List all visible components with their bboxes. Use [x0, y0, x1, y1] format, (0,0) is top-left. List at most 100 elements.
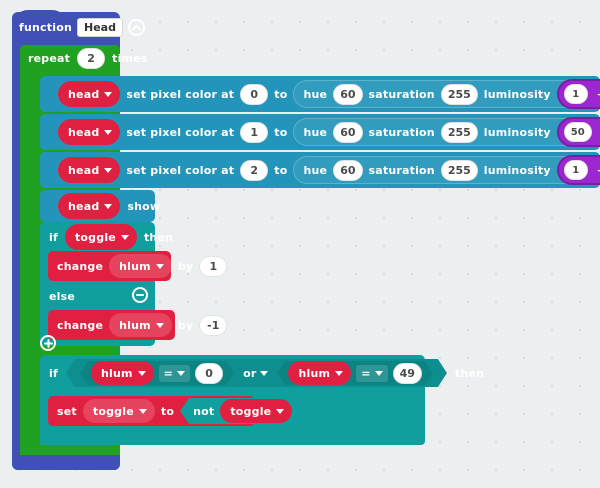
target-variable-dropdown-0[interactable]: head: [58, 81, 121, 107]
not-operand-variable[interactable]: toggle: [220, 399, 292, 423]
repeat-count-field[interactable]: 2: [77, 47, 106, 69]
pixel-index-field-2[interactable]: 2: [240, 159, 269, 181]
luminosity-label-2: luminosity: [483, 163, 551, 177]
minus-circle-icon[interactable]: [132, 287, 148, 303]
chevron-down-icon: [276, 409, 284, 414]
change-keyword-label-then: change: [57, 259, 104, 273]
chevron-down-icon: [155, 322, 164, 328]
to-label-2: to: [274, 163, 288, 177]
comparison-block-right[interactable]: hlum = 49: [277, 361, 432, 385]
set-variable-block[interactable]: set toggle to not toggle: [48, 396, 255, 426]
math-arithmetic-block-0[interactable]: 1 + hlum: [556, 79, 600, 109]
hue-field-1[interactable]: 60: [333, 121, 363, 143]
chevron-up-icon[interactable]: [127, 18, 145, 36]
if-bounds-keyword-label: if: [49, 366, 58, 380]
target-variable-dropdown-1[interactable]: head: [58, 119, 121, 145]
function-name-field[interactable]: Head: [77, 17, 123, 37]
luminosity-label-0: luminosity: [483, 87, 551, 101]
comparison-block-left[interactable]: hlum = 0: [80, 361, 234, 385]
change-variable-label-else: hlum: [119, 318, 151, 332]
not-operand-label: toggle: [230, 404, 272, 418]
show-target-label: head: [68, 199, 100, 213]
math-left-operand-0[interactable]: 1: [563, 84, 588, 104]
hsl-color-reporter-2[interactable]: hue 60 saturation 255 luminosity 1 + hlu…: [293, 155, 600, 185]
change-amount-field-then[interactable]: 1: [199, 255, 228, 277]
saturation-field-2[interactable]: 255: [440, 159, 478, 181]
chevron-down-icon: [375, 371, 383, 376]
chevron-down-icon: [120, 234, 129, 240]
set-pixel-action-label-0: set pixel color at: [126, 87, 235, 101]
hue-field-0[interactable]: 60: [333, 83, 363, 105]
if-condition-label: toggle: [74, 230, 116, 244]
pixel-index-field-1[interactable]: 1: [240, 121, 269, 143]
if-bounds-bottom-bar: [40, 426, 425, 445]
compare-right-value-field[interactable]: 49: [393, 363, 422, 384]
if-bounds-then-label: then: [454, 366, 485, 380]
plus-circle-icon[interactable]: [40, 335, 56, 351]
or-operator-label: or: [243, 366, 257, 380]
hsl-color-reporter-1[interactable]: hue 60 saturation 255 luminosity 50 - hl…: [293, 117, 600, 147]
if-toggle-header-row[interactable]: if toggle then: [40, 222, 173, 252]
compare-left-operator-label: =: [163, 366, 174, 380]
saturation-field-0[interactable]: 255: [440, 83, 478, 105]
chevron-down-icon: [104, 167, 113, 173]
compare-right-operator-dropdown[interactable]: =: [356, 365, 387, 382]
hue-label-2: hue: [303, 163, 328, 177]
compare-left-operator-dropdown[interactable]: =: [159, 365, 190, 382]
math-operator-label-2: +: [597, 164, 600, 177]
change-variable-block-then[interactable]: change hlum by 1: [48, 251, 228, 281]
compare-right-variable[interactable]: hlum: [288, 361, 351, 385]
chevron-down-icon: [104, 203, 113, 209]
math-left-operand-1[interactable]: 50: [563, 122, 592, 142]
change-amount-field-else[interactable]: -1: [199, 314, 228, 336]
else-label: else: [49, 289, 76, 303]
show-block[interactable]: head show: [40, 190, 160, 222]
set-pixel-color-block-1[interactable]: head set pixel color at 1 to hue 60 satu…: [40, 114, 600, 150]
function-block-notch: [12, 10, 68, 26]
set-pixel-color-block-0[interactable]: head set pixel color at 0 to hue 60 satu…: [40, 76, 600, 112]
math-arithmetic-block-1[interactable]: 50 - hlum: [556, 117, 600, 147]
change-variable-block-else[interactable]: change hlum by -1: [48, 310, 228, 340]
set-pixel-action-label-2: set pixel color at: [126, 163, 235, 177]
function-foot: [12, 455, 120, 470]
change-variable-dropdown-else[interactable]: hlum: [109, 313, 172, 337]
if-condition-variable[interactable]: toggle: [64, 224, 137, 250]
hue-field-2[interactable]: 60: [333, 159, 363, 181]
math-left-operand-2[interactable]: 1: [563, 160, 588, 180]
logic-not-block[interactable]: not toggle: [180, 398, 305, 424]
chevron-down-icon: [138, 371, 146, 376]
if-bounds-header-row[interactable]: if hlum = 0 or h: [40, 357, 484, 389]
pixel-index-field-0[interactable]: 0: [240, 83, 269, 105]
math-arithmetic-block-2[interactable]: 1 + hlum: [556, 155, 600, 185]
function-block-header[interactable]: function Head: [12, 14, 145, 40]
compare-right-variable-label: hlum: [298, 366, 331, 380]
saturation-field-1[interactable]: 255: [440, 121, 478, 143]
math-operator-dropdown-0[interactable]: +: [594, 88, 600, 101]
show-target-dropdown[interactable]: head: [58, 193, 121, 219]
set-pixel-color-block-2[interactable]: head set pixel color at 2 to hue 60 satu…: [40, 152, 600, 188]
else-row[interactable]: else: [40, 282, 155, 310]
target-variable-dropdown-2[interactable]: head: [58, 157, 121, 183]
change-variable-dropdown-then[interactable]: hlum: [109, 254, 172, 278]
logic-or-block[interactable]: hlum = 0 or hlum =: [66, 359, 447, 387]
compare-left-value-field[interactable]: 0: [195, 363, 223, 384]
set-pixel-action-label-1: set pixel color at: [126, 125, 235, 139]
compare-right-operator-label: =: [361, 366, 371, 380]
math-operator-label-0: +: [597, 88, 600, 101]
hsl-color-reporter-0[interactable]: hue 60 saturation 255 luminosity 1 + hlu…: [293, 79, 600, 109]
chevron-down-icon: [138, 408, 147, 414]
compare-left-variable[interactable]: hlum: [91, 361, 154, 385]
saturation-label-2: saturation: [368, 163, 435, 177]
saturation-label-1: saturation: [368, 125, 435, 139]
if-keyword-label: if: [49, 230, 58, 244]
repeat-block-header[interactable]: repeat 2 times: [20, 45, 147, 71]
or-operator-dropdown[interactable]: or: [241, 367, 270, 380]
repeat-keyword-label: repeat: [28, 51, 71, 65]
change-by-label-then: by: [177, 259, 194, 273]
then-label: then: [143, 230, 174, 244]
set-to-label: to: [160, 404, 175, 418]
hue-label-1: hue: [303, 125, 328, 139]
set-variable-dropdown[interactable]: toggle: [82, 399, 155, 423]
math-operator-dropdown-2[interactable]: +: [594, 164, 600, 177]
